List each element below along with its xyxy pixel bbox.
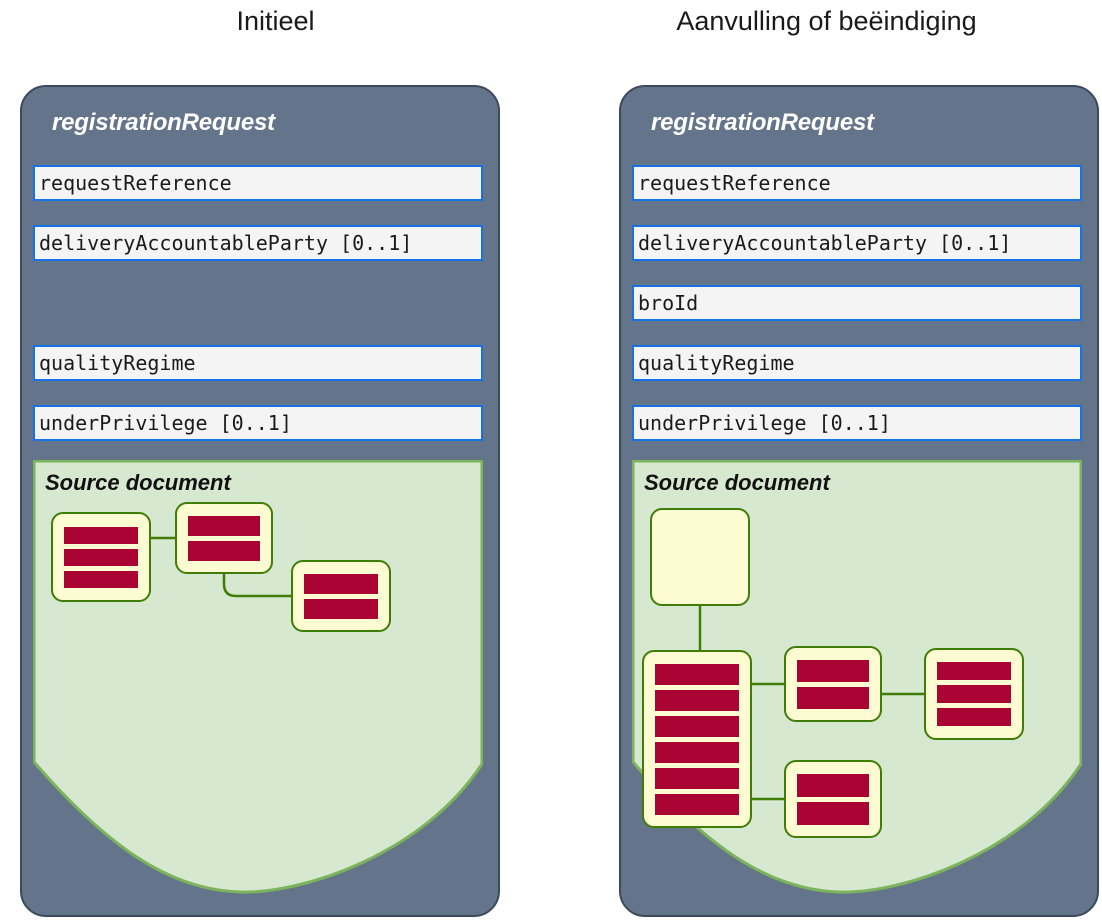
source-document-area: Source document — [33, 460, 483, 904]
source-document-shape — [33, 460, 483, 894]
panel-title: registrationRequest — [52, 109, 275, 136]
source-document-title: Source document — [45, 470, 231, 495]
panel-title: registrationRequest — [651, 109, 874, 136]
source-document-shape — [632, 460, 1082, 894]
panel-aanvulling: registrationRequest requestReference deli… — [619, 85, 1099, 917]
field-deliveryAccountableParty[interactable]: deliveryAccountableParty [0..1] — [632, 225, 1082, 261]
source-document-title: Source document — [644, 470, 830, 495]
field-deliveryAccountableParty[interactable]: deliveryAccountableParty [0..1] — [33, 225, 483, 261]
column-title-aanvulling: Aanvulling of beëindiging — [676, 6, 977, 36]
field-underPrivilege[interactable]: underPrivilege [0..1] — [632, 405, 1082, 441]
source-document-area: Source document — [632, 460, 1082, 904]
field-qualityRegime[interactable]: qualityRegime — [632, 345, 1082, 381]
field-requestReference[interactable]: requestReference — [632, 165, 1082, 201]
field-underPrivilege[interactable]: underPrivilege [0..1] — [33, 405, 483, 441]
field-broId[interactable]: broId — [632, 285, 1082, 321]
panel-initieel: registrationRequest requestReference deli… — [20, 85, 500, 917]
field-qualityRegime[interactable]: qualityRegime — [33, 345, 483, 381]
column-title-initieel: Initieel — [236, 6, 315, 36]
field-requestReference[interactable]: requestReference — [33, 165, 483, 201]
